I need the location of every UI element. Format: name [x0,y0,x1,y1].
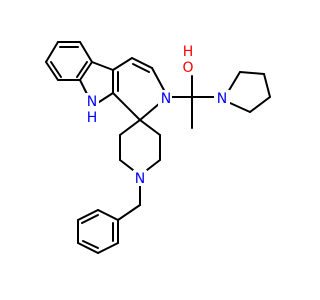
bond [81,214,99,224]
bond [249,96,271,113]
nh-nitrogen-label: N [87,94,97,110]
bond [132,63,150,73]
bond [131,57,153,69]
bond [50,61,62,78]
bond [82,240,99,249]
bond [119,119,141,136]
bond [45,41,59,63]
bond [97,209,119,221]
hydroxyl-oxygen-label: O [182,60,193,76]
label-mask [214,90,230,106]
bond [112,92,141,121]
bond [239,71,265,75]
bond [119,159,134,171]
structure-diagram: N H N O H N N [45,41,271,254]
atom-label-layer: N H N O H N N [83,44,230,187]
bond [77,242,99,254]
label-mask [133,170,147,186]
bond [151,67,166,93]
bond [76,61,88,78]
bond [45,61,59,81]
bond [227,71,241,93]
bond [117,204,141,221]
label-mask [83,93,99,109]
bond-layer [45,41,271,254]
pyrrolidine-nitrogen-label: N [217,91,227,107]
bond [139,102,161,121]
bond [91,61,114,71]
bond [97,242,119,254]
bond [146,159,161,171]
molecule-drawing: N H N O H N N [45,41,271,254]
bond [112,57,133,71]
hydroxyl-hydrogen-label: H [183,44,194,60]
ring-nitrogen-label: N [161,91,171,107]
bond [79,61,93,81]
bond [263,73,271,98]
nh-hydrogen-label: H [87,110,98,126]
piperidine-nitrogen-label: N [135,171,145,187]
bond [79,41,93,63]
label-mask [158,90,172,106]
bond [139,119,161,136]
bond [77,209,99,221]
bond [229,102,251,113]
